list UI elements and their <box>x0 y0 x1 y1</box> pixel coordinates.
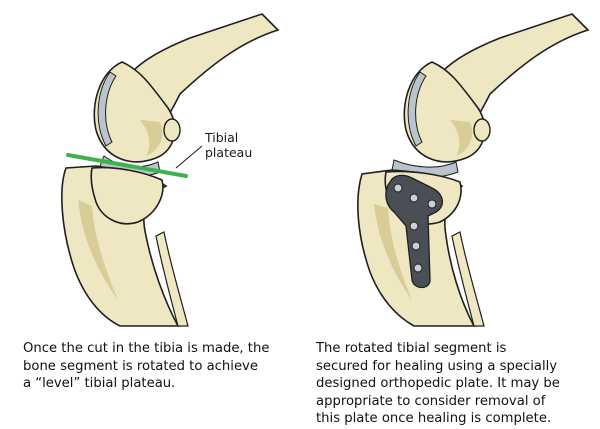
caption-left-line: bone segment is rotated to achieve <box>23 358 258 374</box>
tibial-plateau-label-line1: Tibial <box>204 130 238 145</box>
plate-screw <box>413 263 423 273</box>
caption-left-line: Once the cut in the tibia is made, the <box>23 341 270 356</box>
tibial-plateau-label-line2: plateau <box>205 145 252 160</box>
caption-right: The rotated tibial segment is secured fo… <box>316 340 596 428</box>
tibia-shading <box>78 200 118 300</box>
knee-illustrations: Tibial plateau <box>61 13 590 327</box>
left-knee-illustration: Tibial plateau <box>61 13 280 327</box>
caption-left-line: a “level” tibial plateau. <box>23 376 176 391</box>
plate-screw <box>409 221 419 231</box>
fibula <box>155 231 189 327</box>
caption-right-line: appropriate to consider removal of <box>316 393 546 409</box>
caption-right-line: The rotated tibial segment is <box>316 341 507 356</box>
sesamoid-bone <box>163 118 181 142</box>
tibial-segment <box>90 166 164 225</box>
femur-shading <box>140 120 163 156</box>
plate-screw <box>411 241 421 251</box>
caption-left: Once the cut in the tibia is made, the b… <box>23 340 303 393</box>
plate-screw <box>409 193 419 203</box>
sesamoid-bone-right <box>473 118 491 142</box>
plate-screw <box>393 183 403 193</box>
caption-right-line: designed orthopedic plate. It may be <box>316 376 560 391</box>
femur-cartilage <box>97 71 117 147</box>
caption-right-line: secured for healing using a specially <box>316 358 558 374</box>
right-knee-illustration <box>357 13 590 327</box>
tibial-plateau-line <box>66 153 188 178</box>
femur-shading-right <box>450 120 473 156</box>
fibula-right <box>451 231 485 327</box>
plate-screw <box>427 199 437 209</box>
femur-cartilage-right <box>407 71 427 147</box>
tibia-shading-right <box>374 204 412 300</box>
caption-right-line: this plate once healing is complete. <box>316 411 552 426</box>
label-leader-line <box>175 145 203 169</box>
